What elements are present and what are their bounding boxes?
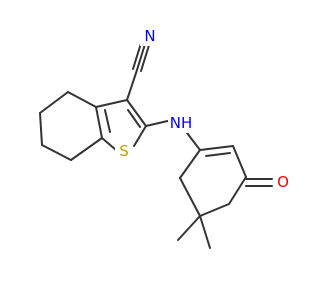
nitrile-nitrogen-label: N bbox=[144, 27, 155, 45]
bond-c2p-c3p bbox=[232, 145, 247, 178]
bond-c3a-c3 bbox=[95, 99, 128, 108]
bond-c4p-c5p bbox=[199, 203, 230, 217]
bond-c3-cn bbox=[126, 69, 138, 101]
bond-c6-c7 bbox=[41, 144, 72, 161]
bond-c5p-c6p bbox=[179, 177, 201, 217]
bond-c3-c2 bbox=[126, 99, 147, 127]
bond-c1p-c2p bbox=[199, 145, 234, 151]
bond-c4-c5 bbox=[39, 91, 69, 114]
oxygen-label: O bbox=[277, 173, 289, 191]
bond-c7a-c3a-double bbox=[104, 109, 111, 133]
bond-c5-c6 bbox=[39, 112, 43, 146]
bond-c7a-c3a bbox=[95, 106, 103, 139]
bond-c3-c2-double bbox=[127, 109, 141, 128]
bond-nitrile-2 bbox=[140, 41, 151, 72]
atom-labels: N NH S O bbox=[115, 26, 293, 192]
amine-nh-label: NH bbox=[170, 114, 193, 132]
bond-c3a-c4 bbox=[67, 91, 97, 108]
bond-c5p-methyl1 bbox=[177, 215, 201, 241]
bond-s-c7a bbox=[101, 137, 117, 151]
molecule-structure: N NH S O bbox=[39, 26, 293, 249]
bond-c1p-c2p-double bbox=[205, 152, 231, 157]
bond-c3p-c4p bbox=[228, 176, 247, 205]
bond-c2-nh bbox=[145, 119, 173, 127]
bonds bbox=[39, 39, 273, 249]
sulfur-label: S bbox=[119, 142, 129, 160]
bond-c5p-methyl2 bbox=[199, 215, 211, 249]
bond-c2-s bbox=[133, 125, 147, 147]
bond-c7-c7a bbox=[70, 137, 103, 161]
bond-c6p-c1p bbox=[179, 149, 201, 179]
